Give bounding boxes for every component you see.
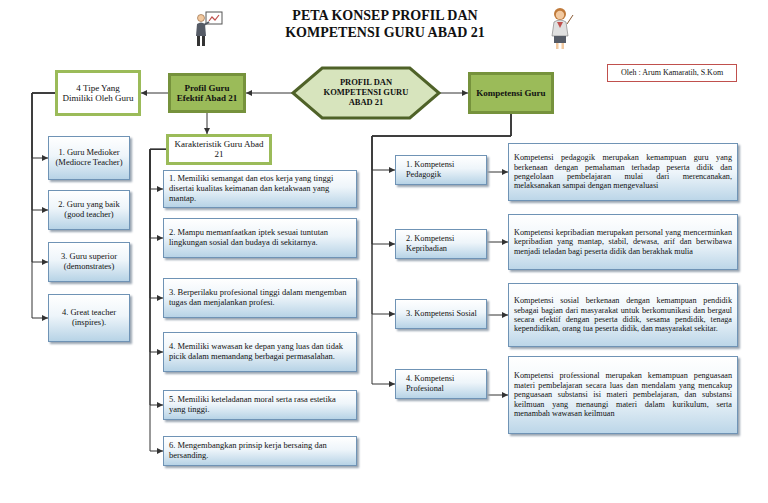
- connector-arrow: [487, 395, 508, 396]
- main-branch-box: Profil Guru Efektif Abad 21: [168, 73, 246, 113]
- sub-heading-box: 4 Tipe Yang Dimiliki Oleh Guru: [55, 70, 141, 116]
- competence-box: 4. Kompetensi Profesional: [395, 369, 487, 399]
- node-text: 3. Guru superior (demonstrates): [54, 252, 124, 272]
- node-text: 6. Mengembangkan prinsip kerja bersaing …: [169, 441, 351, 461]
- type-box: 3. Guru superior (demonstrates): [48, 242, 130, 282]
- connector-arrow: [439, 93, 468, 94]
- female-teacher-icon: [552, 8, 573, 49]
- node-text: 4 Tipe Yang Dimiliki Oleh Guru: [62, 83, 134, 104]
- node-text: PROFIL DAN KOMPETENSI GURU ABAD 21: [323, 78, 409, 107]
- characteristic-box: 6. Mengembangkan prinsip kerja bersaing …: [163, 436, 357, 466]
- competence-box: 1. Kompetensi Pedagogik: [395, 155, 487, 185]
- node-text: Kompetensi kepribadian merupakan persona…: [514, 228, 732, 256]
- connector-arrow: [372, 114, 511, 244]
- node-text: 4. Kompetensi Profesional: [406, 374, 480, 393]
- node-text: Kompetensi sosial berkenaan dengan kemam…: [514, 296, 732, 334]
- diagram-title: PETA KONSEP PROFIL DAN KOMPETENSI GURU A…: [255, 8, 515, 42]
- node-text: Kompetensi professional merupakan kemamp…: [514, 371, 732, 418]
- connector-arrow: [487, 242, 508, 243]
- node-text: Oleh : Arum Kamaratih, S.Kom: [612, 68, 732, 77]
- node-text: 1. Kompetensi Pedagogik: [406, 160, 480, 179]
- connector-arrow: [372, 114, 511, 384]
- node-text: 2. Mampu memanfaatkan iptek sesuai tuntu…: [169, 228, 351, 248]
- node-text: Karakteristik Guru Abad 21: [173, 139, 265, 160]
- characteristic-box: 2. Mampu memanfaatkan iptek sesuai tuntu…: [163, 218, 357, 258]
- competence-box: 2. Kompetensi Kepribadian: [395, 229, 487, 259]
- characteristic-box: 5. Memiliki keteladanan moral serta rasa…: [163, 390, 357, 420]
- characteristic-box: 1. Memiliki semangat dan etos kerja yang…: [163, 170, 357, 208]
- description-box: Kompetensi pedagogik merupakan kemampuan…: [508, 143, 738, 201]
- author-box: Oleh : Arum Kamaratih, S.Kom: [607, 64, 737, 82]
- competence-box: 3. Kompetensi Sosial: [395, 299, 487, 329]
- type-box: 1. Guru Medioker (Mediocre Teacher): [48, 136, 130, 180]
- connector-arrow: [372, 114, 511, 314]
- central-hexagon: PROFIL DAN KOMPETENSI GURU ABAD 21: [293, 68, 439, 118]
- node-text: 5. Memiliki keteladanan moral serta rasa…: [169, 395, 351, 415]
- node-text: Kompetensi Guru: [475, 88, 547, 98]
- type-box: 4. Great teacher (inspires).: [48, 294, 130, 342]
- node-text: 4. Memiliki wawasan ke depan yang luas d…: [169, 342, 351, 362]
- characteristic-box: 4. Memiliki wawasan ke depan yang luas d…: [163, 332, 357, 372]
- description-box: Kompetensi kepribadian merupakan persona…: [508, 214, 738, 270]
- node-text: 4. Great teacher (inspires).: [54, 308, 124, 328]
- node-text: 2. Guru yang baik (good teacher): [54, 200, 124, 220]
- node-text: 1. Memiliki semangat dan etos kerja yang…: [169, 174, 351, 203]
- connector-arrow: [141, 93, 168, 94]
- description-box: Kompetensi sosial berkenaan dengan kemam…: [508, 283, 738, 347]
- characteristic-box: 3. Berperilaku profesional tinggi dalam …: [163, 278, 357, 318]
- node-text: 2. Kompetensi Kepribadian: [406, 234, 480, 253]
- node-text: Profil Guru Efektif Abad 21: [175, 83, 239, 104]
- type-box: 2. Guru yang baik (good teacher): [48, 190, 130, 230]
- main-branch-box: Kompetensi Guru: [468, 72, 554, 114]
- connector-arrow: [487, 172, 508, 173]
- description-box: Kompetensi professional merupakan kemamp…: [508, 356, 738, 434]
- node-text: 1. Guru Medioker (Mediocre Teacher): [54, 148, 124, 168]
- node-text: 3. Kompetensi Sosial: [406, 309, 480, 319]
- sub-heading-box: Karakteristik Guru Abad 21: [166, 134, 272, 165]
- connector-arrow: [207, 113, 208, 134]
- connector-arrow: [487, 315, 508, 316]
- node-text: Kompetensi pedagogik merupakan kemampuan…: [514, 153, 732, 191]
- male-teacher-icon: [196, 12, 222, 46]
- connector-arrow: [246, 93, 293, 94]
- node-text: 3. Berperilaku profesional tinggi dalam …: [169, 288, 351, 308]
